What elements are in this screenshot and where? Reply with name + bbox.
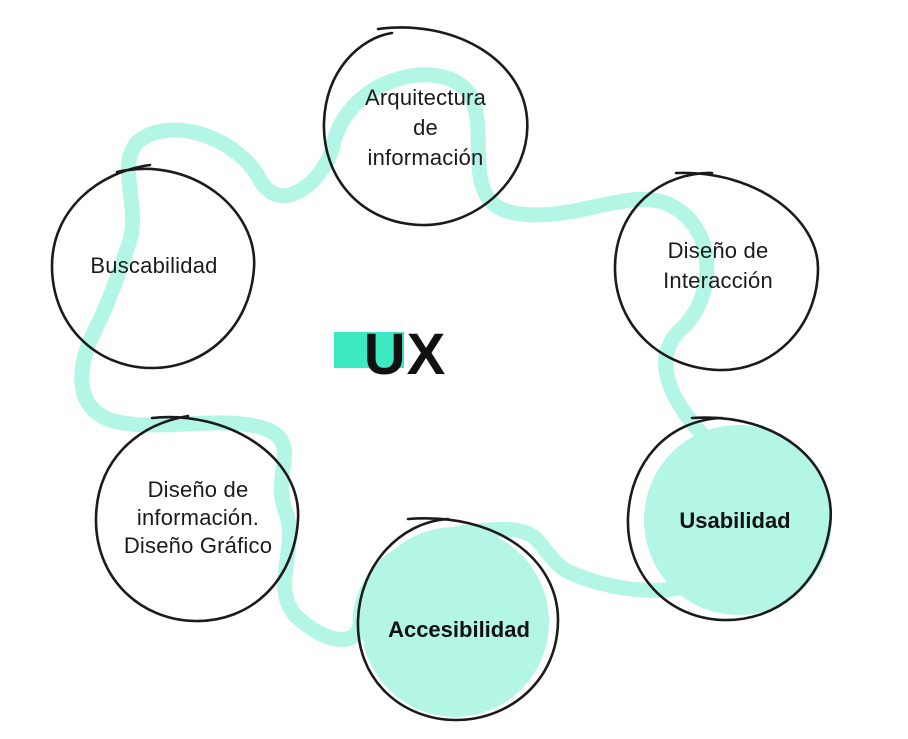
node-buscabilidad: Buscabilidad xyxy=(54,250,254,282)
node-accesibilidad: Accesibilidad xyxy=(364,612,554,648)
node-diseno-info-line-1: Diseño de xyxy=(147,477,249,502)
ux-accent-bar xyxy=(334,332,404,368)
node-interaccion: Diseño de Interacción xyxy=(620,235,816,297)
diseno-info-circle xyxy=(94,414,300,623)
center-title-text: UX xyxy=(363,321,447,387)
node-diseno-info: Diseño de información. Diseño Gráfico xyxy=(98,474,298,562)
interaccion-circle xyxy=(613,171,820,372)
node-arquitectura-line-3: información xyxy=(367,145,484,170)
accesibilidad-fill xyxy=(361,527,549,717)
node-usabilidad-label: Usabilidad xyxy=(679,508,791,533)
arquitectura-circle xyxy=(322,26,529,227)
node-diseno-info-line-3: Diseño Gráfico xyxy=(123,533,273,558)
node-usabilidad: Usabilidad xyxy=(640,503,830,539)
node-diseno-info-line-2: información. xyxy=(136,505,260,530)
usabilidad-fill xyxy=(644,425,832,615)
node-arquitectura: Arquitectura de información xyxy=(324,83,527,173)
node-accesibilidad-label: Accesibilidad xyxy=(388,617,530,642)
node-arquitectura-line-2: de xyxy=(413,115,438,140)
buscabilidad-circle xyxy=(50,163,256,370)
node-buscabilidad-label: Buscabilidad xyxy=(90,253,218,278)
node-arquitectura-line-1: Arquitectura xyxy=(364,85,486,110)
center-title: UX xyxy=(340,318,470,390)
node-interaccion-line-1: Diseño de xyxy=(667,238,769,263)
usabilidad-circle xyxy=(626,416,833,622)
node-interaccion-line-2: Interacción xyxy=(663,268,773,293)
accesibilidad-circle xyxy=(356,517,560,722)
